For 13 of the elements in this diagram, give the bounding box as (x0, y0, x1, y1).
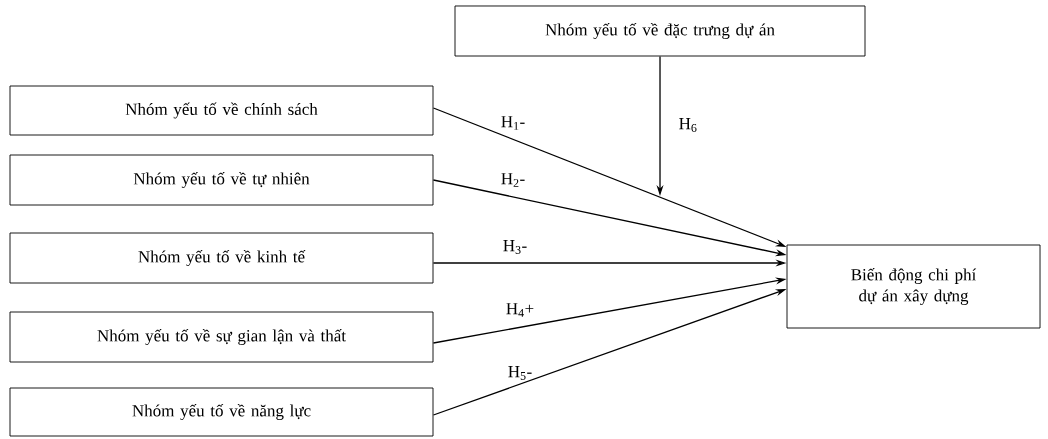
edge-label: H$_{2}$- (501, 173, 525, 187)
factor-box: Nhóm yếu tố về năng lực (9, 387, 434, 437)
edge-label: H$_{1}$- (501, 116, 525, 130)
factor-box: Nhóm yếu tố về chính sách (9, 85, 434, 136)
factor-box: Nhóm yếu tố về kinh tế (9, 232, 434, 284)
edge-label: H$_{3}$- (503, 240, 527, 254)
edge-label: H$_{4}$+ (506, 303, 534, 317)
edge-label: H$_{5}$- (508, 366, 532, 380)
factor-box: Nhóm yếu tố về sự gian lận và thất (9, 311, 434, 363)
factor-box: Nhóm yếu tố về tự nhiên (9, 154, 434, 206)
factor-box: Biến động chi phí dự án xây dựng (786, 244, 1041, 329)
factor-box: Nhóm yếu tố về đặc trưng dự án (454, 5, 866, 57)
edge-label: H$_{6}$ (679, 118, 697, 132)
